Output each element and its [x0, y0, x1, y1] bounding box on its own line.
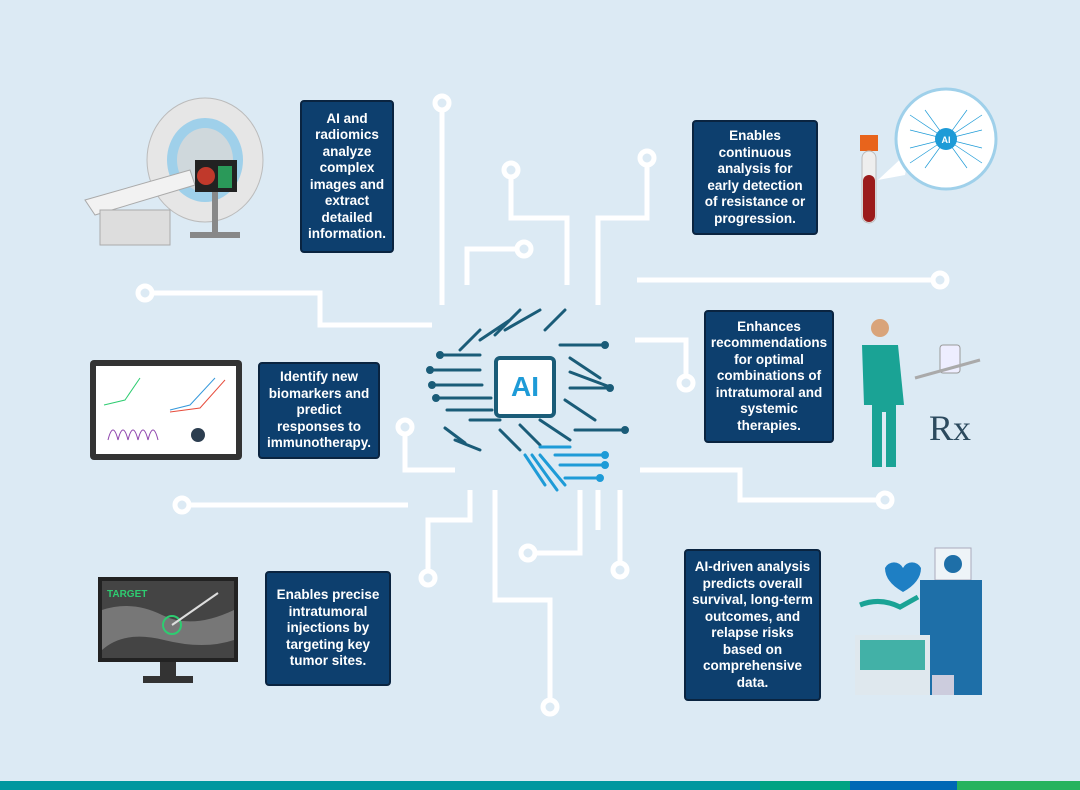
- info-box-biomarkers: Identify new biomarkers and predict resp…: [258, 362, 380, 459]
- info-box-injections: Enables precise intratumoral injections …: [265, 571, 391, 686]
- network-ai-label: AI: [942, 135, 951, 145]
- info-box-survival: AI-driven analysis predicts overall surv…: [684, 549, 821, 701]
- footer-bar-teal: [0, 781, 760, 790]
- target-label: TARGET: [107, 589, 147, 600]
- footer-bar-blue: [850, 781, 957, 790]
- info-box-radiomics: AI and radiomics analyze complex images …: [300, 100, 394, 253]
- footer-bar-green: [957, 781, 1080, 790]
- ai-chip: AI: [494, 356, 556, 418]
- rx-symbol: Rx: [929, 408, 971, 448]
- footer-bar-green-teal: [760, 781, 850, 790]
- info-box-continuous-analysis: Enables continuous analysis for early de…: [692, 120, 818, 235]
- info-box-recommendations: Enhances recommendations for optimal com…: [704, 310, 834, 443]
